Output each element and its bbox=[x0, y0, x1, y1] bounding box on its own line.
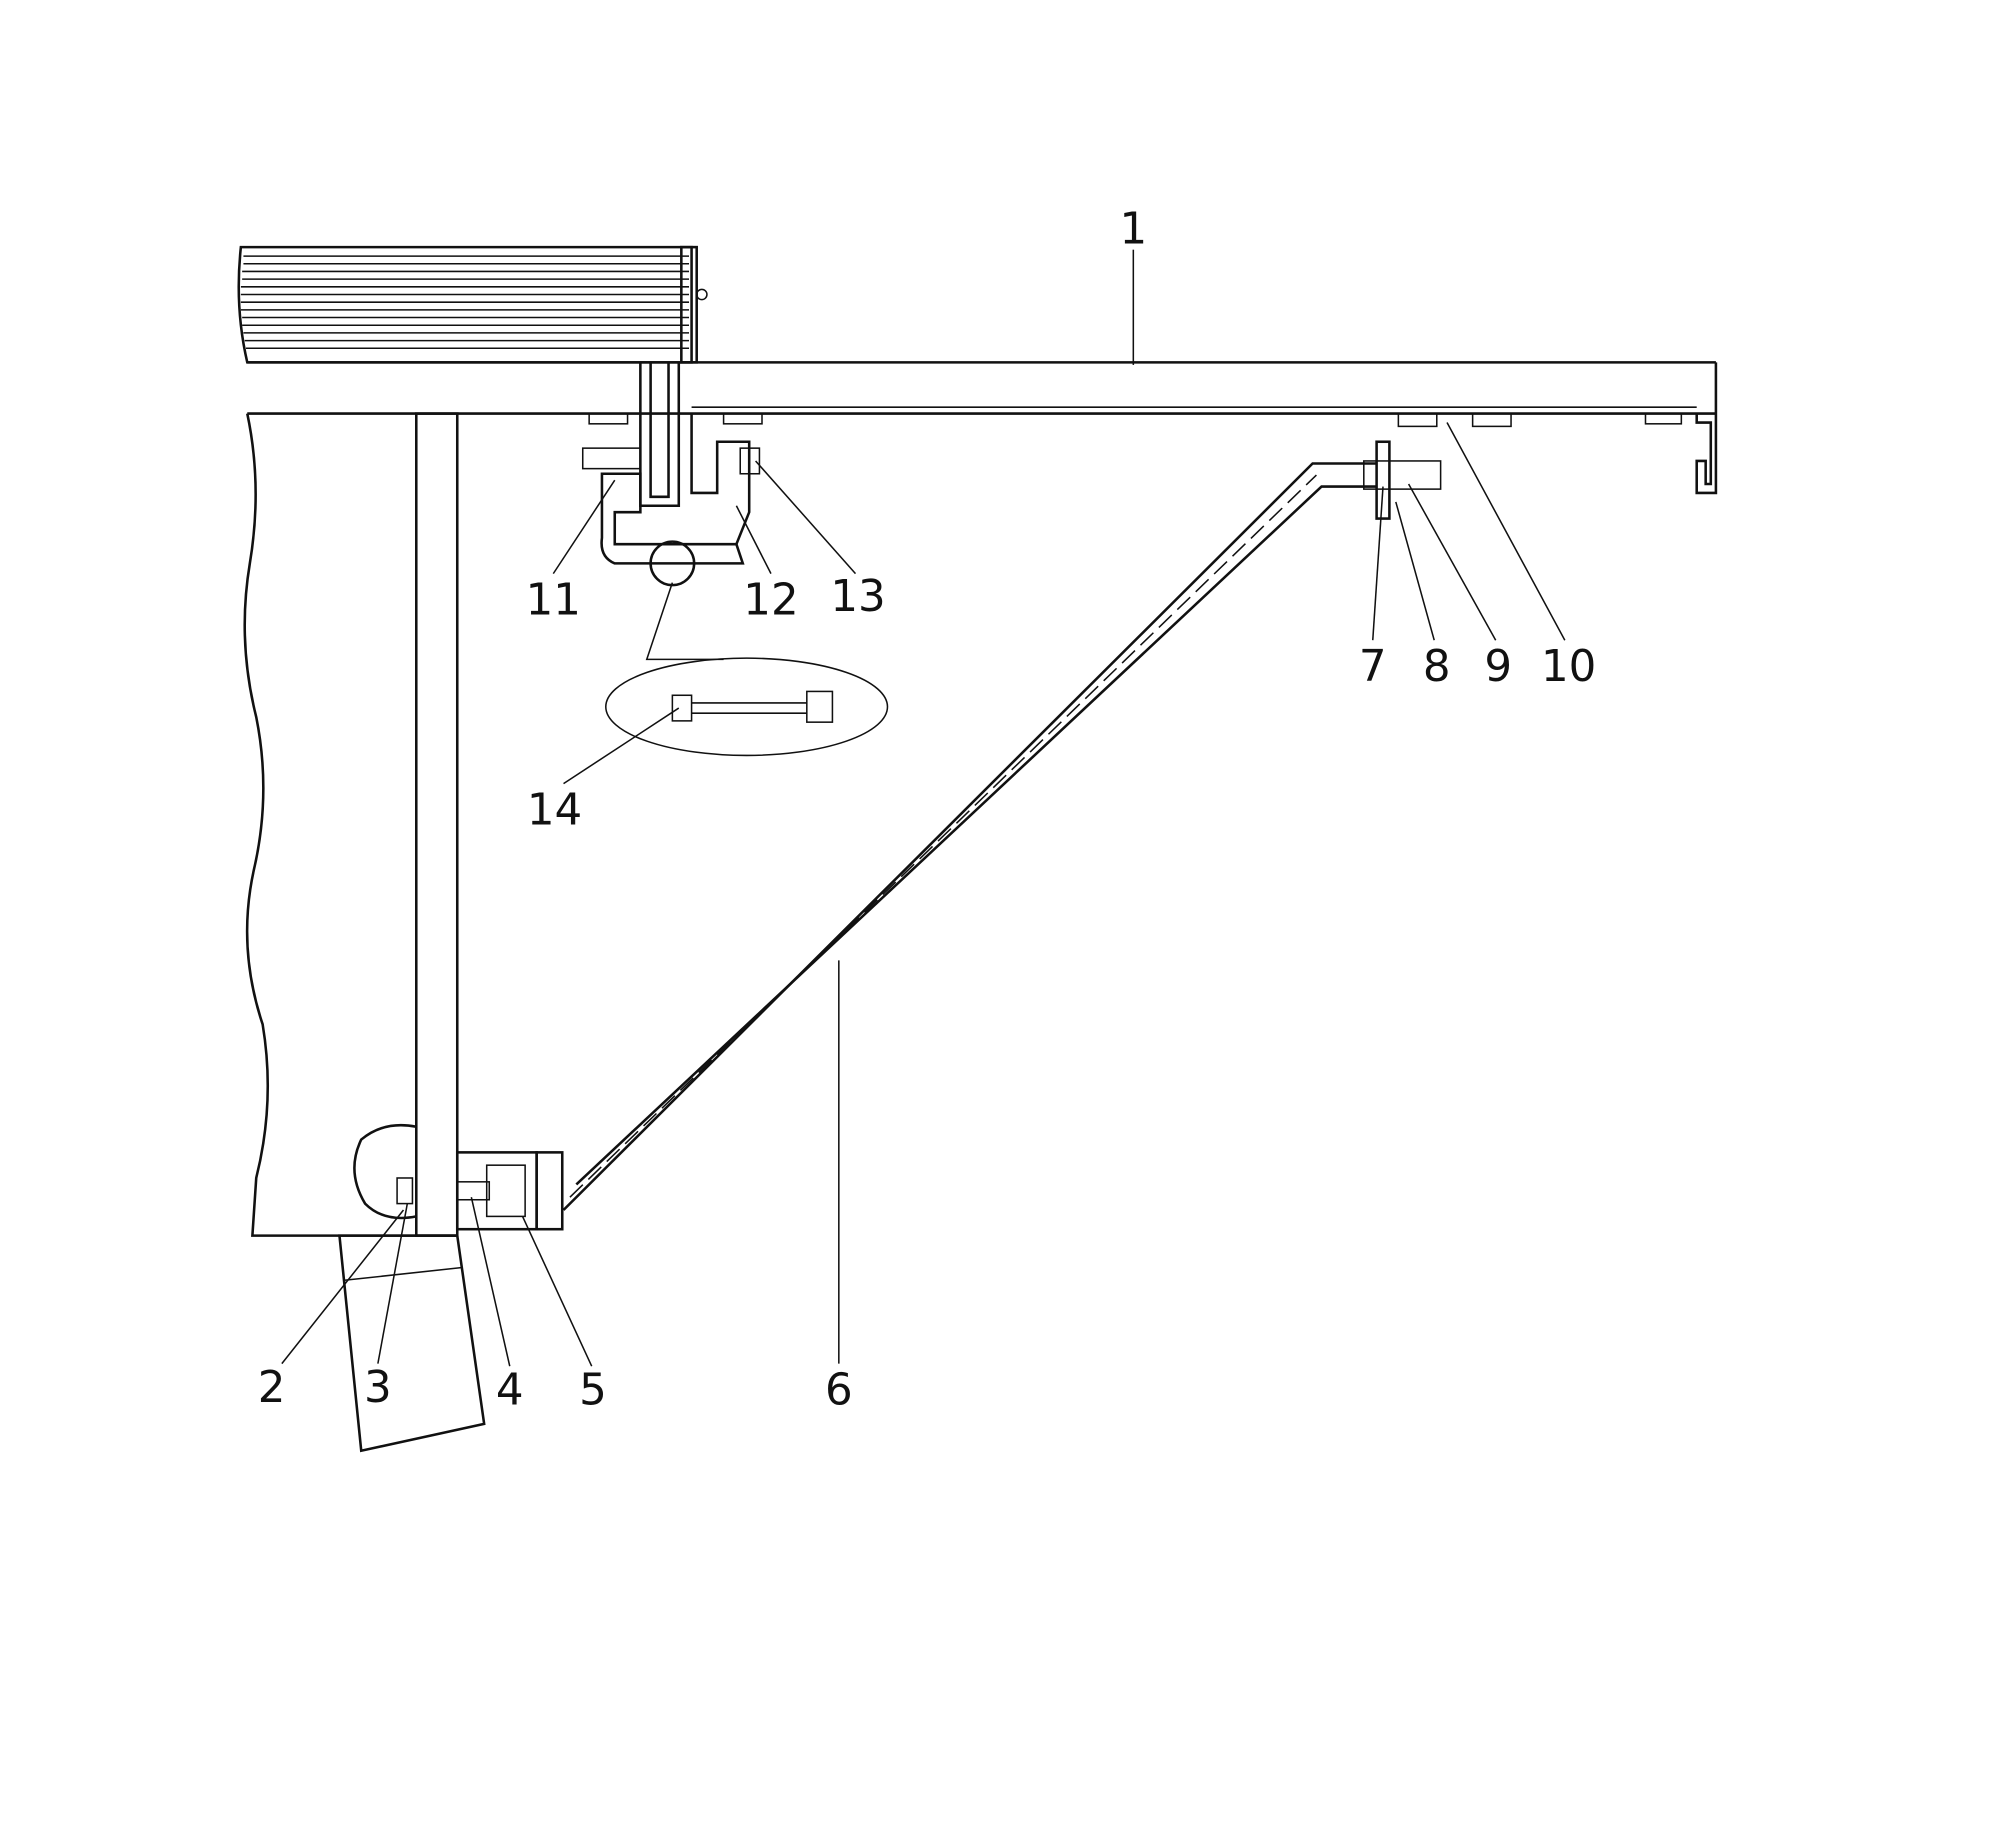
label-12: 12 bbox=[743, 576, 798, 626]
detail-bolt-14 bbox=[605, 582, 889, 757]
label-1: 1 bbox=[1119, 204, 1147, 254]
leader-lines bbox=[281, 249, 1566, 1367]
bottom-joint bbox=[455, 1151, 564, 1231]
label-9: 9 bbox=[1484, 642, 1512, 692]
label-13: 13 bbox=[830, 572, 885, 622]
upper-clamp bbox=[581, 362, 761, 587]
label-3: 3 bbox=[364, 1363, 392, 1413]
label-6: 6 bbox=[825, 1366, 853, 1416]
label-14: 14 bbox=[527, 786, 582, 836]
diagonal-brace bbox=[562, 440, 1442, 1211]
label-2: 2 bbox=[258, 1363, 286, 1413]
roller-cassette bbox=[237, 245, 708, 364]
label-8: 8 bbox=[1423, 642, 1451, 692]
label-4: 4 bbox=[496, 1366, 524, 1416]
wall bbox=[243, 412, 486, 1453]
label-7: 7 bbox=[1359, 642, 1387, 692]
label-5: 5 bbox=[579, 1366, 607, 1416]
label-10: 10 bbox=[1541, 642, 1596, 692]
label-11: 11 bbox=[526, 576, 581, 626]
horizontal-beam bbox=[247, 361, 1718, 495]
